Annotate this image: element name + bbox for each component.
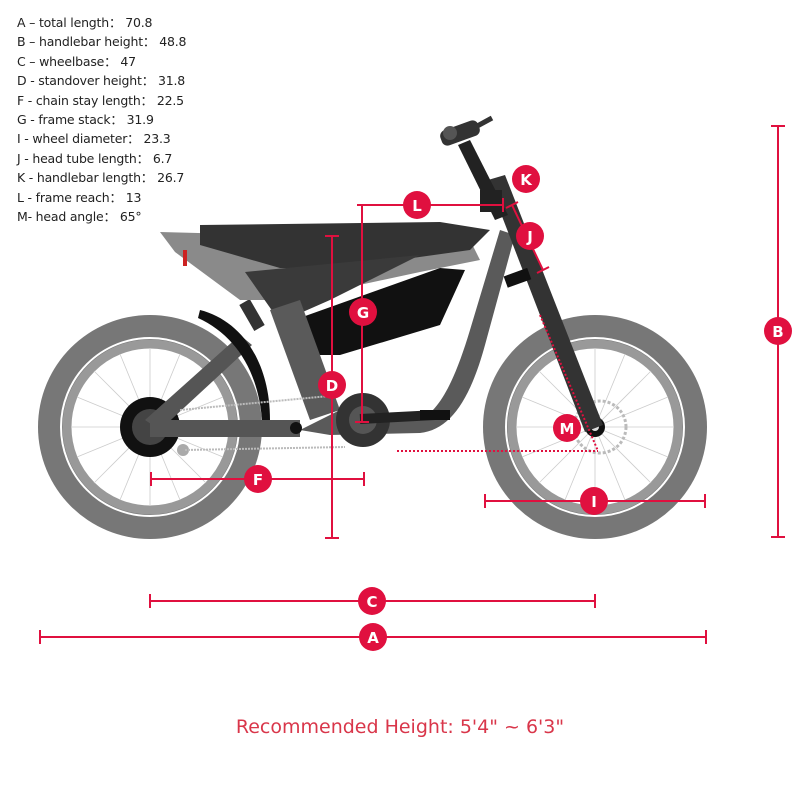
spec-list: A – total length：70.8 B – handlebar heig… <box>17 13 186 226</box>
spec-l: L - frame reach：13 <box>17 188 186 207</box>
spec-value: 65° <box>119 209 142 225</box>
spec-value: 13 <box>125 189 142 205</box>
spec-label: D - standover height： <box>17 73 155 89</box>
spec-i: I - wheel diameter：23.3 <box>17 129 186 148</box>
spec-label: G - frame stack： <box>17 112 123 128</box>
spec-d: D - standover height：31.8 <box>17 71 186 90</box>
spec-m: M- head angle：65° <box>17 207 186 226</box>
svg-text:F: F <box>253 471 263 489</box>
spec-c: C – wheelbase：47 <box>17 52 186 71</box>
svg-text:A: A <box>367 629 379 647</box>
spec-value: 31.9 <box>126 112 154 128</box>
svg-text:J: J <box>526 228 533 246</box>
spec-value: 6.7 <box>152 150 173 166</box>
spec-value: 31.8 <box>158 73 186 89</box>
spec-label: M- head angle： <box>17 209 116 225</box>
marker-d: D <box>318 371 346 399</box>
svg-text:G: G <box>357 304 369 322</box>
svg-text:M: M <box>560 420 575 438</box>
marker-m: M <box>553 414 581 442</box>
svg-text:B: B <box>772 323 783 341</box>
spec-a: A – total length：70.8 <box>17 13 186 32</box>
spec-g: G - frame stack：31.9 <box>17 110 186 129</box>
spec-label: B – handlebar height： <box>17 34 156 50</box>
marker-a: A <box>359 623 387 651</box>
svg-text:D: D <box>326 377 338 395</box>
spec-j: J - head tube length：6.7 <box>17 149 186 168</box>
spec-label: A – total length： <box>17 15 122 30</box>
svg-text:K: K <box>520 171 533 189</box>
spec-value: 47 <box>120 53 136 69</box>
spec-value: 22.5 <box>156 92 184 108</box>
spec-label: J - head tube length： <box>17 150 149 166</box>
svg-text:I: I <box>591 493 597 511</box>
svg-text:C: C <box>366 593 377 611</box>
marker-k: K <box>512 165 540 193</box>
spec-value: 23.3 <box>143 131 171 147</box>
spec-value: 48.8 <box>159 34 187 50</box>
marker-b: B <box>764 317 792 345</box>
spec-value: 70.8 <box>125 15 153 30</box>
spec-b: B – handlebar height：48.8 <box>17 32 186 51</box>
marker-f: F <box>244 465 272 493</box>
recommended-height: Recommended Height: 5'4" ~ 6'3" <box>235 716 565 738</box>
spec-label: I - wheel diameter： <box>17 131 140 147</box>
marker-j: J <box>516 222 544 250</box>
spec-label: F - chain stay length： <box>17 92 153 108</box>
spec-label: L - frame reach： <box>17 189 122 205</box>
marker-l: L <box>403 191 431 219</box>
marker-g: G <box>349 298 377 326</box>
marker-c: C <box>358 587 386 615</box>
spec-label: C – wheelbase： <box>17 53 117 69</box>
spec-label: K - handlebar length： <box>17 170 154 186</box>
spec-f: F - chain stay length：22.5 <box>17 91 186 110</box>
marker-i: I <box>580 487 608 515</box>
spec-k: K - handlebar length：26.7 <box>17 168 186 187</box>
svg-text:L: L <box>412 197 422 215</box>
spec-value: 26.7 <box>157 170 185 186</box>
